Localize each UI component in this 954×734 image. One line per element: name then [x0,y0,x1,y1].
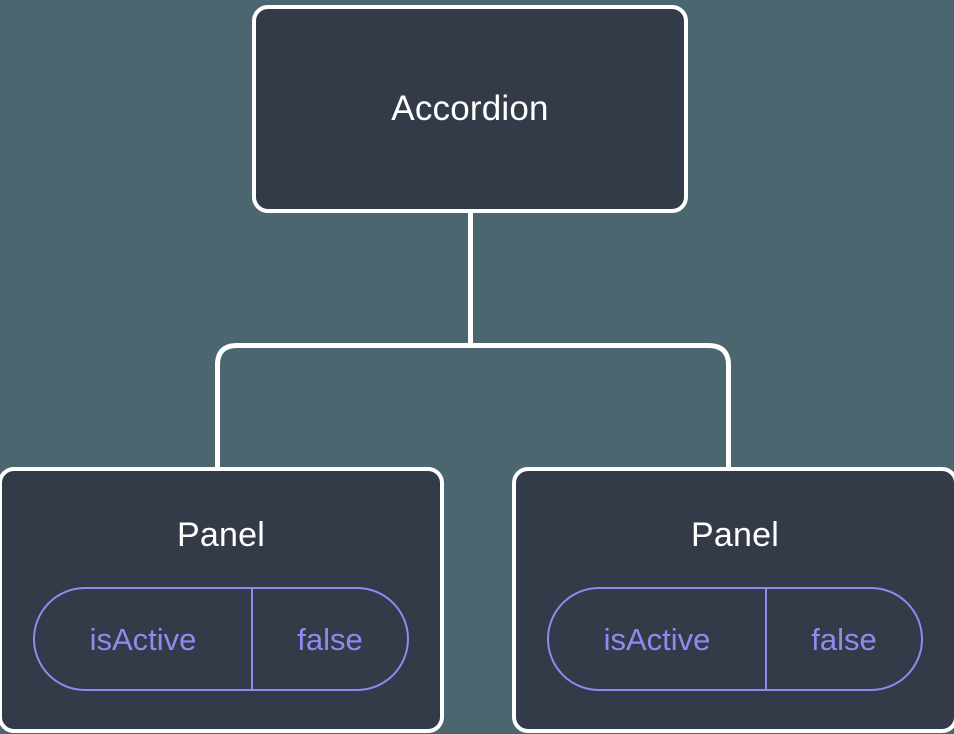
node-title: Accordion [391,88,549,128]
node-title: Panel [691,516,779,554]
tree-node-panel-2[interactable]: Panel isActive false [512,467,954,733]
tree-node-accordion[interactable]: Accordion [252,5,688,213]
prop-key: isActive [35,589,253,690]
edge-bus-to-children [215,343,731,470]
prop-badge[interactable]: isActive false [547,587,923,692]
prop-badge[interactable]: isActive false [33,587,409,692]
tree-node-panel-1[interactable]: Panel isActive false [0,467,444,733]
prop-value: false [811,621,877,657]
prop-key: isActive [549,589,767,690]
node-title: Panel [177,516,265,554]
prop-value: false [297,621,363,657]
